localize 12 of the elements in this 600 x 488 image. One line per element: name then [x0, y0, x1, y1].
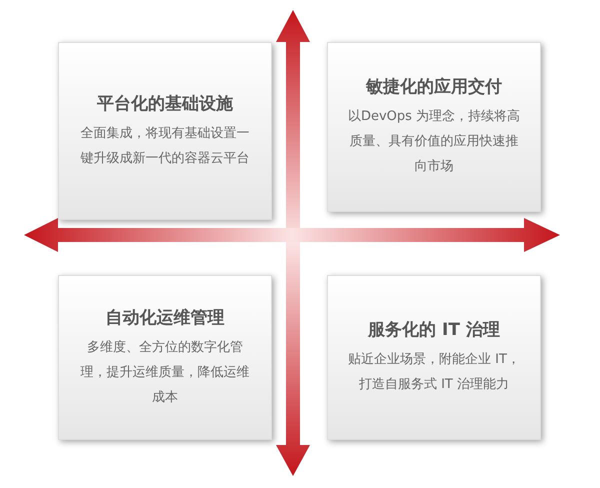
- card-description: 多维度、全方位的数字化管理，提升运维质量，降低运维成本: [80, 338, 250, 406]
- card-description: 以DevOps 为理念，持续将高质量、具有价值的应用快速推向市场: [346, 108, 522, 176]
- quadrant-card: [58, 275, 272, 440]
- card-heading: 服务化的 IT 治理: [368, 319, 500, 341]
- card-heading: 自动化运维管理: [106, 306, 224, 328]
- card-description: 贴近企业场景，附能企业 IT，打造自服务式 IT 治理能力: [347, 351, 521, 394]
- quadrant-card: [327, 42, 541, 212]
- quadrant-card: [58, 42, 272, 220]
- card-heading: 敏捷化的应用交付: [366, 76, 502, 98]
- card-heading: 平台化的基础设施: [97, 92, 233, 114]
- card-description: 全面集成，将现有基础设置一键升级成新一代的容器云平台: [80, 124, 250, 168]
- quadrant-card: [327, 275, 541, 440]
